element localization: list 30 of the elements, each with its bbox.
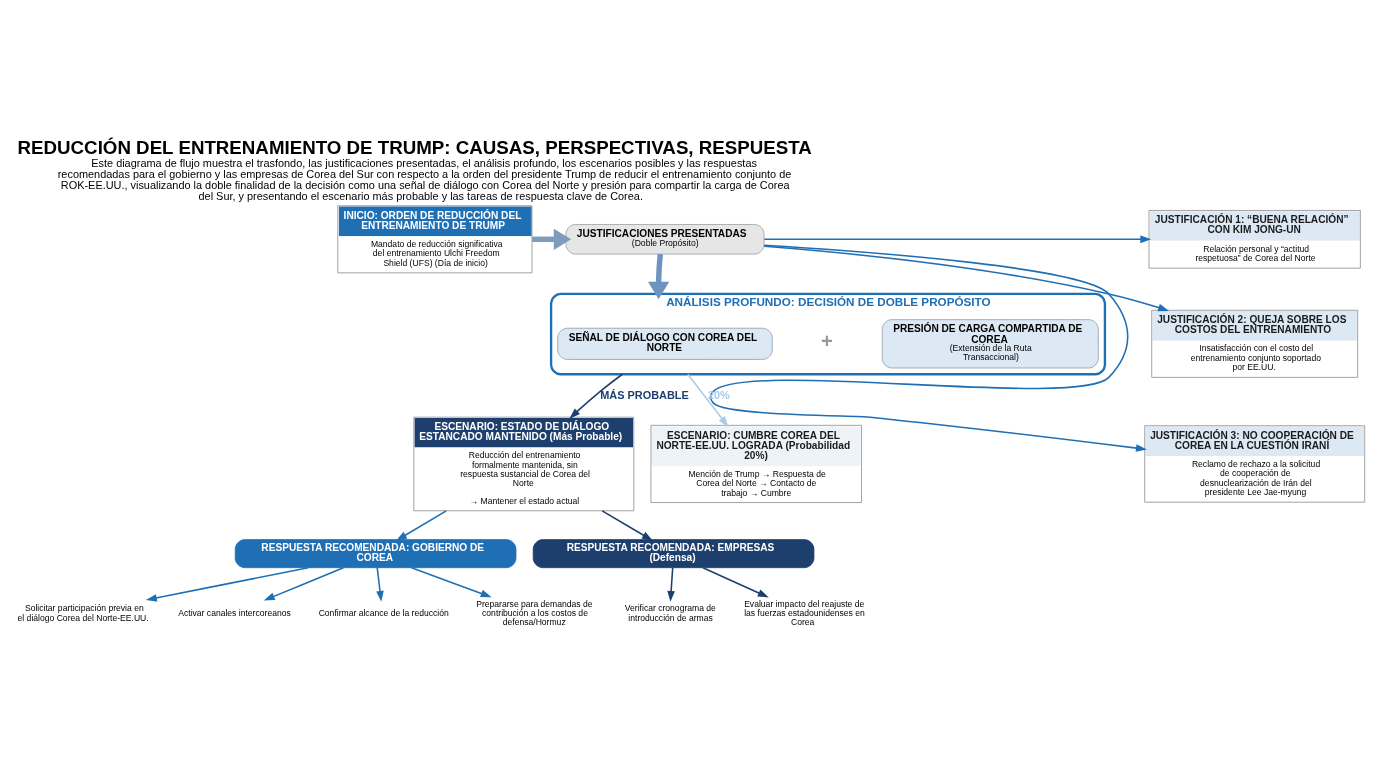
arrow (648, 253, 670, 300)
arrow (667, 566, 675, 602)
node-text: Prepararse para demandas de contribución a los costos de defensa/Hormuz (476, 598, 593, 628)
arrow (569, 373, 624, 419)
node-text: Activar canales intercoreanos (178, 607, 291, 618)
arrow (396, 510, 447, 541)
arrow (601, 510, 653, 541)
edge-label: MÁS PROBABLE (600, 389, 689, 402)
arrow (709, 244, 1147, 452)
node-text: Solicitar participación previa en el diálogo Corea del Norte-EE.UU. (17, 603, 149, 623)
arrow (145, 566, 309, 602)
arrow (263, 566, 345, 601)
node-box: PRESIÓN DE CARGA COMPARTIDA DE COREA (Extensión de la Ruta Transaccional) (881, 319, 1099, 369)
arrow (763, 235, 1152, 244)
arrow (763, 245, 1170, 312)
diagram-title: REDUCCIÓN DEL ENTRENAMIENTO DE TRUMP: CAUSAS, PERSPECTIVAS, RESPUESTA (17, 137, 812, 159)
arrow (687, 373, 729, 428)
node-box: JUSTIFICACIONES PRESENTADAS (Doble Propósito) (565, 224, 765, 255)
node-text: Verificar cronograma de introducción de armas (624, 603, 716, 623)
arrow (376, 566, 384, 602)
arrow (532, 228, 572, 250)
caption: Este diagrama de flujo muestra el trasfondo, las justificaciones presentadas, el análisis profundo, los escenarios posibles y las respuestas recomendadas para el gobierno y las empresas de Corea del Sur con respecto a la orden del presidente Trump de reducir el entrenamiento conjunto de ROK-EE.UU., visualizando la doble finalidad de la decisión como una señal de diálogo con Corea del Norte y presión para compartir la carga de Corea del Sur, y presentando el escenario más probable y las tareas de respuesta clave de Corea. (57, 156, 792, 202)
node-box: SEÑAL DE DIÁLOGO CON COREA DEL NORTE (557, 327, 773, 360)
label: + (821, 329, 833, 352)
node-text: Confirmar alcance de la reducción (318, 607, 449, 618)
node-box: RESPUESTA RECOMENDADA: GOBIERNO DE COREA (234, 539, 517, 569)
arrow (410, 566, 492, 598)
arrow (702, 566, 769, 598)
node-box: RESPUESTA RECOMENDADA: EMPRESAS (Defensa) (532, 539, 815, 569)
node-text: Evaluar impacto del reajuste de las fuerzas estadounidenses en Corea (744, 598, 865, 628)
